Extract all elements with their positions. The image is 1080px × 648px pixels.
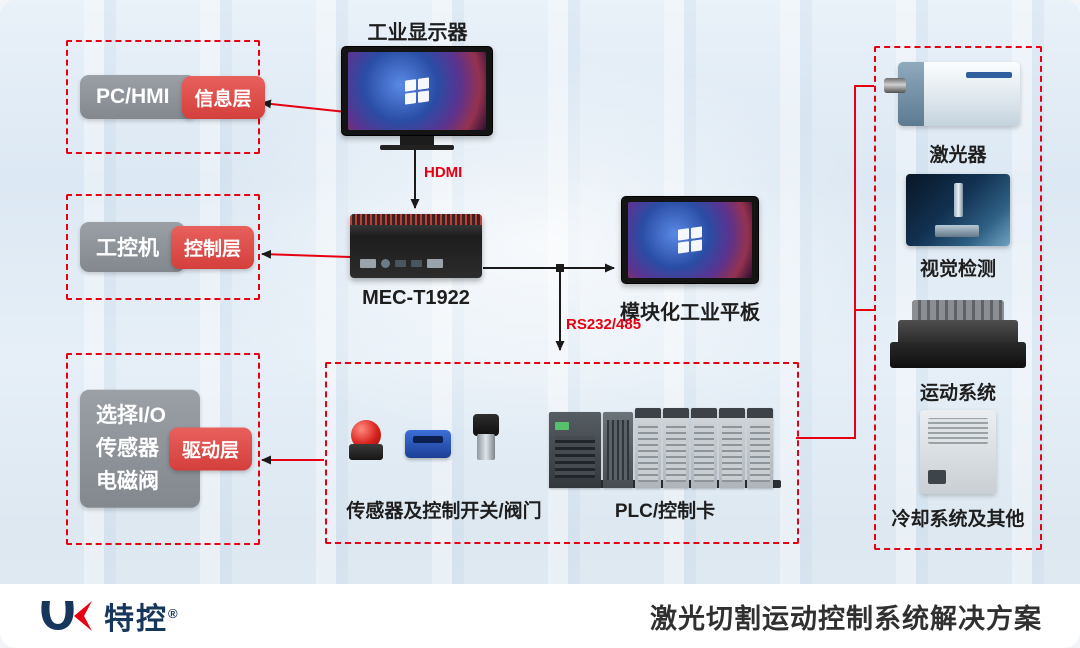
blue-sensor-body [405,430,451,458]
industrial-display-label: 工业显示器 [367,22,468,44]
motion-stage-base [890,342,1026,368]
io-sensor-valve-label: 选择I/O 传感器 电磁阀 [80,389,201,509]
pushbutton-image [349,420,383,460]
mec-port [427,259,443,268]
brand-logo: 特控® [38,594,180,638]
industrial-tablet-label: 模块化工业平板 [620,302,760,324]
motion-label: 运动系统 [919,383,996,404]
valve-coil [473,414,499,436]
mec-t1922-image [350,214,482,278]
plc-module [635,408,661,488]
sensor-line: 传感器 [96,436,159,460]
tablet-frame [621,196,759,284]
rs232-485-label: RS232/485 [566,316,642,333]
mec-port [411,260,422,267]
plc-card-label: PLC/控制卡 [614,501,716,522]
wire-plc-to-right-box [796,85,874,439]
group-control-layer: 工控机 控制层 [66,194,260,300]
valve-line: 电磁阀 [96,470,159,494]
group-drive-layer: 选择I/O 传感器 电磁阀 驱动层 [66,353,260,545]
valve-body [477,434,495,460]
ipc-label: 工控机 [80,222,185,272]
plc-cpu-module [549,412,601,488]
plc-module [719,408,745,488]
mec-ports [360,256,472,271]
vision-inspection-image [906,174,1010,246]
display-stand [400,136,434,145]
laser-barrel [884,78,906,93]
registered-mark: ® [168,606,180,621]
solution-title: 激光切割运动控制系统解决方案 [650,603,1042,634]
mec-port [395,260,406,267]
io-line: 选择I/O [96,403,167,427]
windows-logo-icon [405,77,429,105]
industrial-display-image [341,46,493,150]
mec-t1922-label: MEC-T1922 [362,287,470,309]
footer-bar: 特控® 激光切割运动控制系统解决方案 [0,584,1080,648]
display-screen [348,52,486,130]
laser-stripe [966,72,1012,78]
group-laser-peripherals: 激光器 视觉检测 运动系统 冷却系统及其他 [874,46,1042,550]
blue-sensor-image [405,430,451,458]
windows-logo-icon [678,226,702,254]
cooling-system-image [920,410,996,494]
mec-port [381,259,390,268]
info-layer-row: PC/HMI 信息层 [80,75,265,119]
laser-source-image [884,62,1020,126]
motion-stage-mid [898,320,1018,346]
laser-label: 激光器 [929,145,987,166]
display-stand-base [380,145,454,150]
industrial-tablet-image [621,196,759,284]
cooling-label: 冷却系统及其他 [891,509,1025,530]
wire-display-to-info-layer [261,99,347,113]
group-info-layer: PC/HMI 信息层 [66,40,265,154]
control-layer-row: 工控机 控制层 [80,222,255,272]
plc-module [603,412,633,488]
solenoid-valve-image [473,414,499,460]
plc-image [549,396,781,488]
pushbutton-base [349,444,383,460]
vision-tool [953,182,963,217]
tablet-screen [628,202,752,278]
sensors-switches-label: 传感器及控制开关/阀门 [346,501,542,522]
plc-module [663,408,689,488]
tk-logo-icon [41,601,92,631]
mec-heat-fins [350,214,482,225]
drive-layer-badge: 驱动层 [168,427,252,471]
display-frame [341,46,493,136]
brand-name: 特控® [104,603,180,636]
wire-mec-to-control-layer [261,249,351,259]
mec-port [360,259,376,268]
wire-junction-dot [556,264,564,272]
background-glow [194,51,886,441]
plc-module [747,408,773,488]
vision-label: 视觉检测 [919,259,996,280]
hdmi-label: HDMI [424,164,463,181]
pc-hmi-label: PC/HMI [80,75,196,119]
info-layer-badge: 信息层 [181,75,265,119]
plc-module [691,408,717,488]
control-layer-badge: 控制层 [171,225,255,269]
vision-part [935,225,980,238]
motion-system-image [890,288,1026,368]
group-field-devices: 传感器及控制开关/阀门 PLC/控制卡 [325,362,799,544]
